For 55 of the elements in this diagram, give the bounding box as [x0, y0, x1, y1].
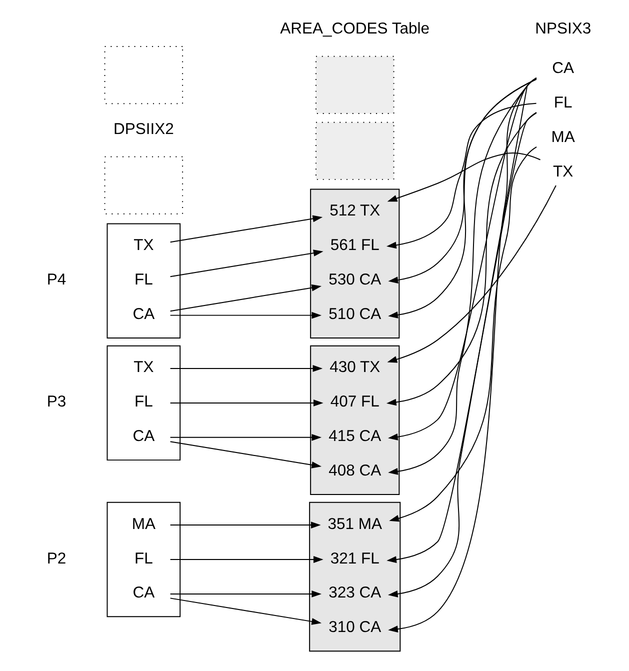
arrow — [170, 590, 322, 598]
node-box — [315, 56, 394, 114]
node-text: CA — [132, 306, 155, 324]
node-text: 351 MA — [328, 516, 382, 533]
arrow — [389, 146, 538, 522]
node-text: 408 CA — [328, 462, 382, 480]
node-text: MA — [132, 516, 156, 533]
arrow — [170, 434, 322, 441]
arrow — [170, 556, 324, 563]
node-label: P2 — [46, 550, 66, 568]
label: NPSIX3 — [535, 20, 592, 38]
node-text: FL — [134, 550, 153, 568]
cluster — [106, 502, 181, 618]
arrow — [170, 400, 324, 406]
node-text: 510 CA — [328, 306, 382, 324]
node-text: CA — [132, 428, 155, 446]
node-text: 530 CA — [328, 272, 382, 289]
node-text: TX — [134, 237, 154, 254]
node-box — [104, 156, 184, 214]
cluster — [106, 223, 181, 338]
arrow — [170, 284, 322, 312]
node-text: FL — [134, 394, 153, 411]
arrow — [170, 250, 324, 278]
arrow — [170, 441, 322, 468]
node-text: 323 CA — [328, 584, 382, 602]
node-text: 430 TX — [330, 359, 380, 376]
arrow — [170, 598, 322, 625]
node-text: 407 FL — [330, 394, 380, 411]
node-text: CA — [552, 60, 574, 77]
node-text: 310 CA — [328, 619, 382, 636]
arrow — [386, 102, 537, 249]
arrow — [386, 112, 537, 406]
node-box — [104, 46, 184, 104]
node-box — [315, 122, 394, 180]
node-text: MA — [551, 128, 575, 146]
node-text: FL — [134, 272, 153, 289]
node-label: P4 — [46, 272, 66, 289]
node-text: CA — [132, 584, 155, 602]
arrow — [387, 152, 541, 202]
node-text: 512 TX — [330, 202, 380, 220]
cluster — [106, 345, 181, 461]
arrow — [170, 215, 323, 243]
arrow — [170, 365, 323, 372]
arrow — [170, 312, 322, 319]
node-text: TX — [553, 163, 574, 180]
node-text: 415 CA — [328, 428, 382, 446]
arrow — [387, 185, 556, 363]
node-text: 321 FL — [330, 550, 380, 568]
node-text: FL — [554, 94, 572, 112]
label: DPSIIX2 — [113, 120, 174, 138]
node-text: 561 FL — [330, 237, 380, 254]
node-text: TX — [134, 359, 154, 376]
label: AREA_CODES Table — [280, 20, 430, 38]
node-label: P3 — [46, 394, 66, 411]
arrow — [170, 522, 321, 528]
